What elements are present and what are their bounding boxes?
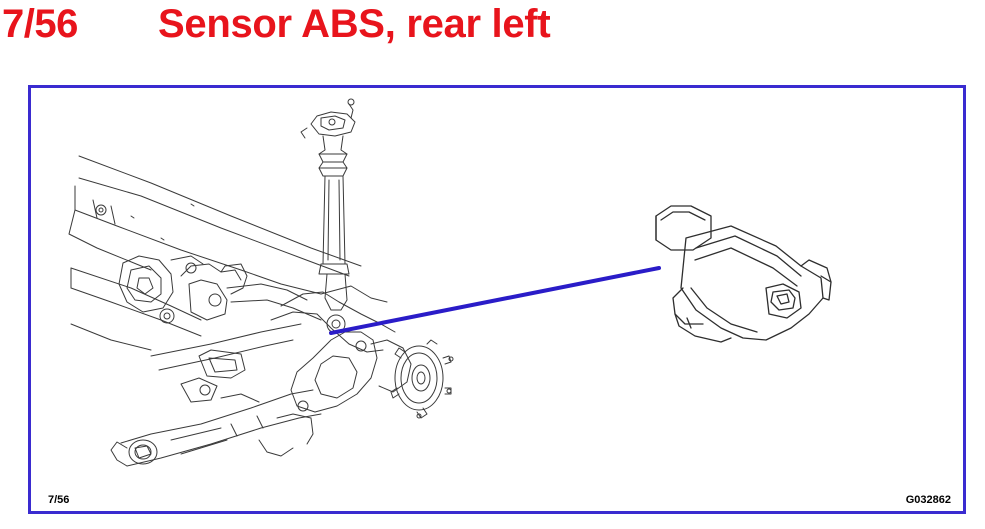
figure-code: G032862 [905, 494, 951, 506]
wheel-hub [390, 339, 454, 419]
center-bracket [180, 262, 322, 321]
shock-absorber [300, 98, 356, 334]
footer-page-number: 7/56 [48, 494, 70, 506]
title-bar: 7/56 Sensor ABS, rear left [0, 0, 985, 60]
page-number: 7/56 [2, 2, 78, 46]
lower-arm [110, 389, 322, 467]
abs-sensor-detail [655, 205, 832, 343]
suspension-illustration [68, 98, 832, 467]
subframe-crossmember [68, 155, 388, 351]
wheel-knuckle [270, 291, 412, 445]
lateral-link [150, 323, 302, 403]
leader-line [329, 266, 661, 335]
page-title: Sensor ABS, rear left [158, 2, 551, 46]
trailing-mount [118, 255, 204, 324]
illustration-frame: 7/56 G032862 [28, 85, 966, 514]
